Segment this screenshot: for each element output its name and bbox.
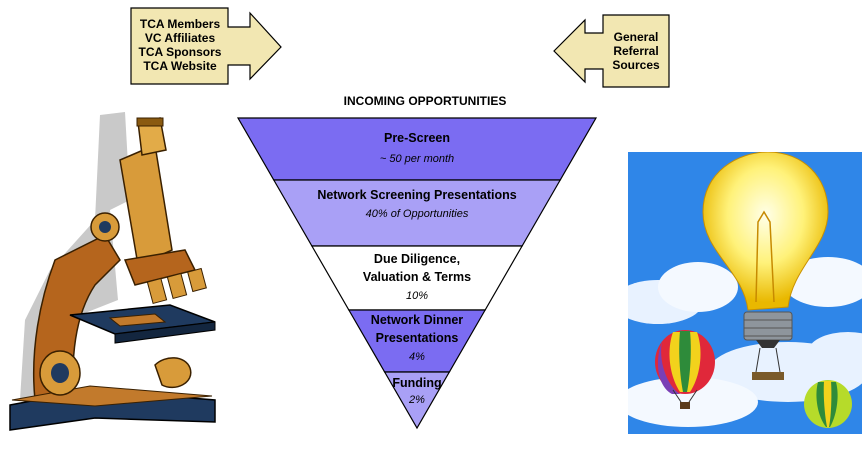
funnel-stage-5-title: Funding <box>392 376 441 390</box>
source-tca-members: TCA Members <box>139 17 221 31</box>
source-general: General <box>613 30 659 44</box>
funnel-stage-4-title: Network Dinner <box>371 313 464 327</box>
funnel-stage-1-subtitle: ~ 50 per month <box>380 153 454 165</box>
funnel-stage-5-subtitle: 2% <box>408 394 425 406</box>
right-sources-callout: General Referral Sources <box>553 14 670 88</box>
left-sources-callout: TCA Members VC Affiliates TCA Sponsors T… <box>130 7 282 85</box>
lightbulb-balloons-illustration <box>628 152 862 434</box>
funnel-stage-5 <box>383 371 451 430</box>
funnel-stage-1-title: Pre-Screen <box>384 131 450 145</box>
funnel-heading: INCOMING OPPORTUNITIES <box>343 94 507 108</box>
funnel-stage-1 <box>236 117 598 181</box>
funnel-stage-3-title: Due Diligence, <box>374 252 460 266</box>
source-tca-website: TCA Website <box>143 59 217 73</box>
left-arrow-callout-shape <box>553 14 670 88</box>
source-vc-affiliates: VC Affiliates <box>144 31 216 45</box>
funnel-stage-2-subtitle: 40% of Opportunities <box>366 208 469 220</box>
right-arrow-callout-shape <box>130 7 282 85</box>
left-sources-text: TCA Members VC Affiliates TCA Sponsors T… <box>132 17 228 73</box>
right-sources-text: General Referral Sources <box>603 30 669 72</box>
microscope-illustration <box>9 112 216 431</box>
source-referral: Referral <box>613 44 659 58</box>
funnel-stage-2-title: Network Screening Presentations <box>317 188 516 202</box>
source-tca-sponsors: TCA Sponsors <box>138 45 222 59</box>
funnel-stage-4-subtitle: 4% <box>409 351 425 363</box>
source-sources: Sources <box>612 58 660 72</box>
funnel-stage-3-title: Valuation & Terms <box>363 270 471 284</box>
funnel-stage-3-subtitle: 10% <box>406 290 428 302</box>
funnel-stage-4-title: Presentations <box>376 331 459 345</box>
